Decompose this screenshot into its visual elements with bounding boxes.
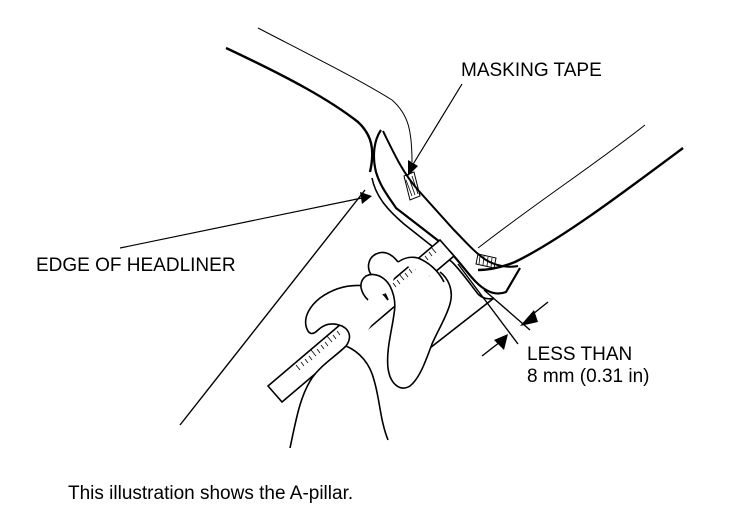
dimension-arrowhead-bottom [494,334,508,350]
hand [289,251,453,449]
caption: This illustration shows the A-pillar. [68,483,354,504]
dimension-label: LESS THAN 8 mm (0.31 in) [527,344,649,388]
pillar-trim-inner [382,130,519,268]
body-roof-contour [225,46,374,173]
dimension-line-b [483,289,531,331]
masking-tape-label: MASKING TAPE [461,60,602,81]
pillar-lower-edge [371,177,495,300]
masking-tape-strip [403,171,497,269]
masking-tape-leader [411,83,463,167]
door-glass-line [477,124,646,249]
dimension-arrowhead-top [520,310,538,326]
edge-of-headliner-label: EDGE OF HEADLINER [36,255,236,276]
dimension-arrow-shaft-bottom [481,341,501,357]
dimension-line-a [457,263,519,345]
headliner-arrowhead [360,192,372,204]
dimension-label-line1: LESS THAN [527,344,633,365]
headliner-edge-line [179,189,366,426]
headliner-leader [119,197,363,249]
windshield-glass-line [257,27,413,163]
body-door-contour [477,147,684,272]
masking-tape-arrowhead [408,160,418,176]
dimension-label-line2: 8 mm (0.31 in) [527,366,650,387]
pillar-base-line [429,297,495,349]
